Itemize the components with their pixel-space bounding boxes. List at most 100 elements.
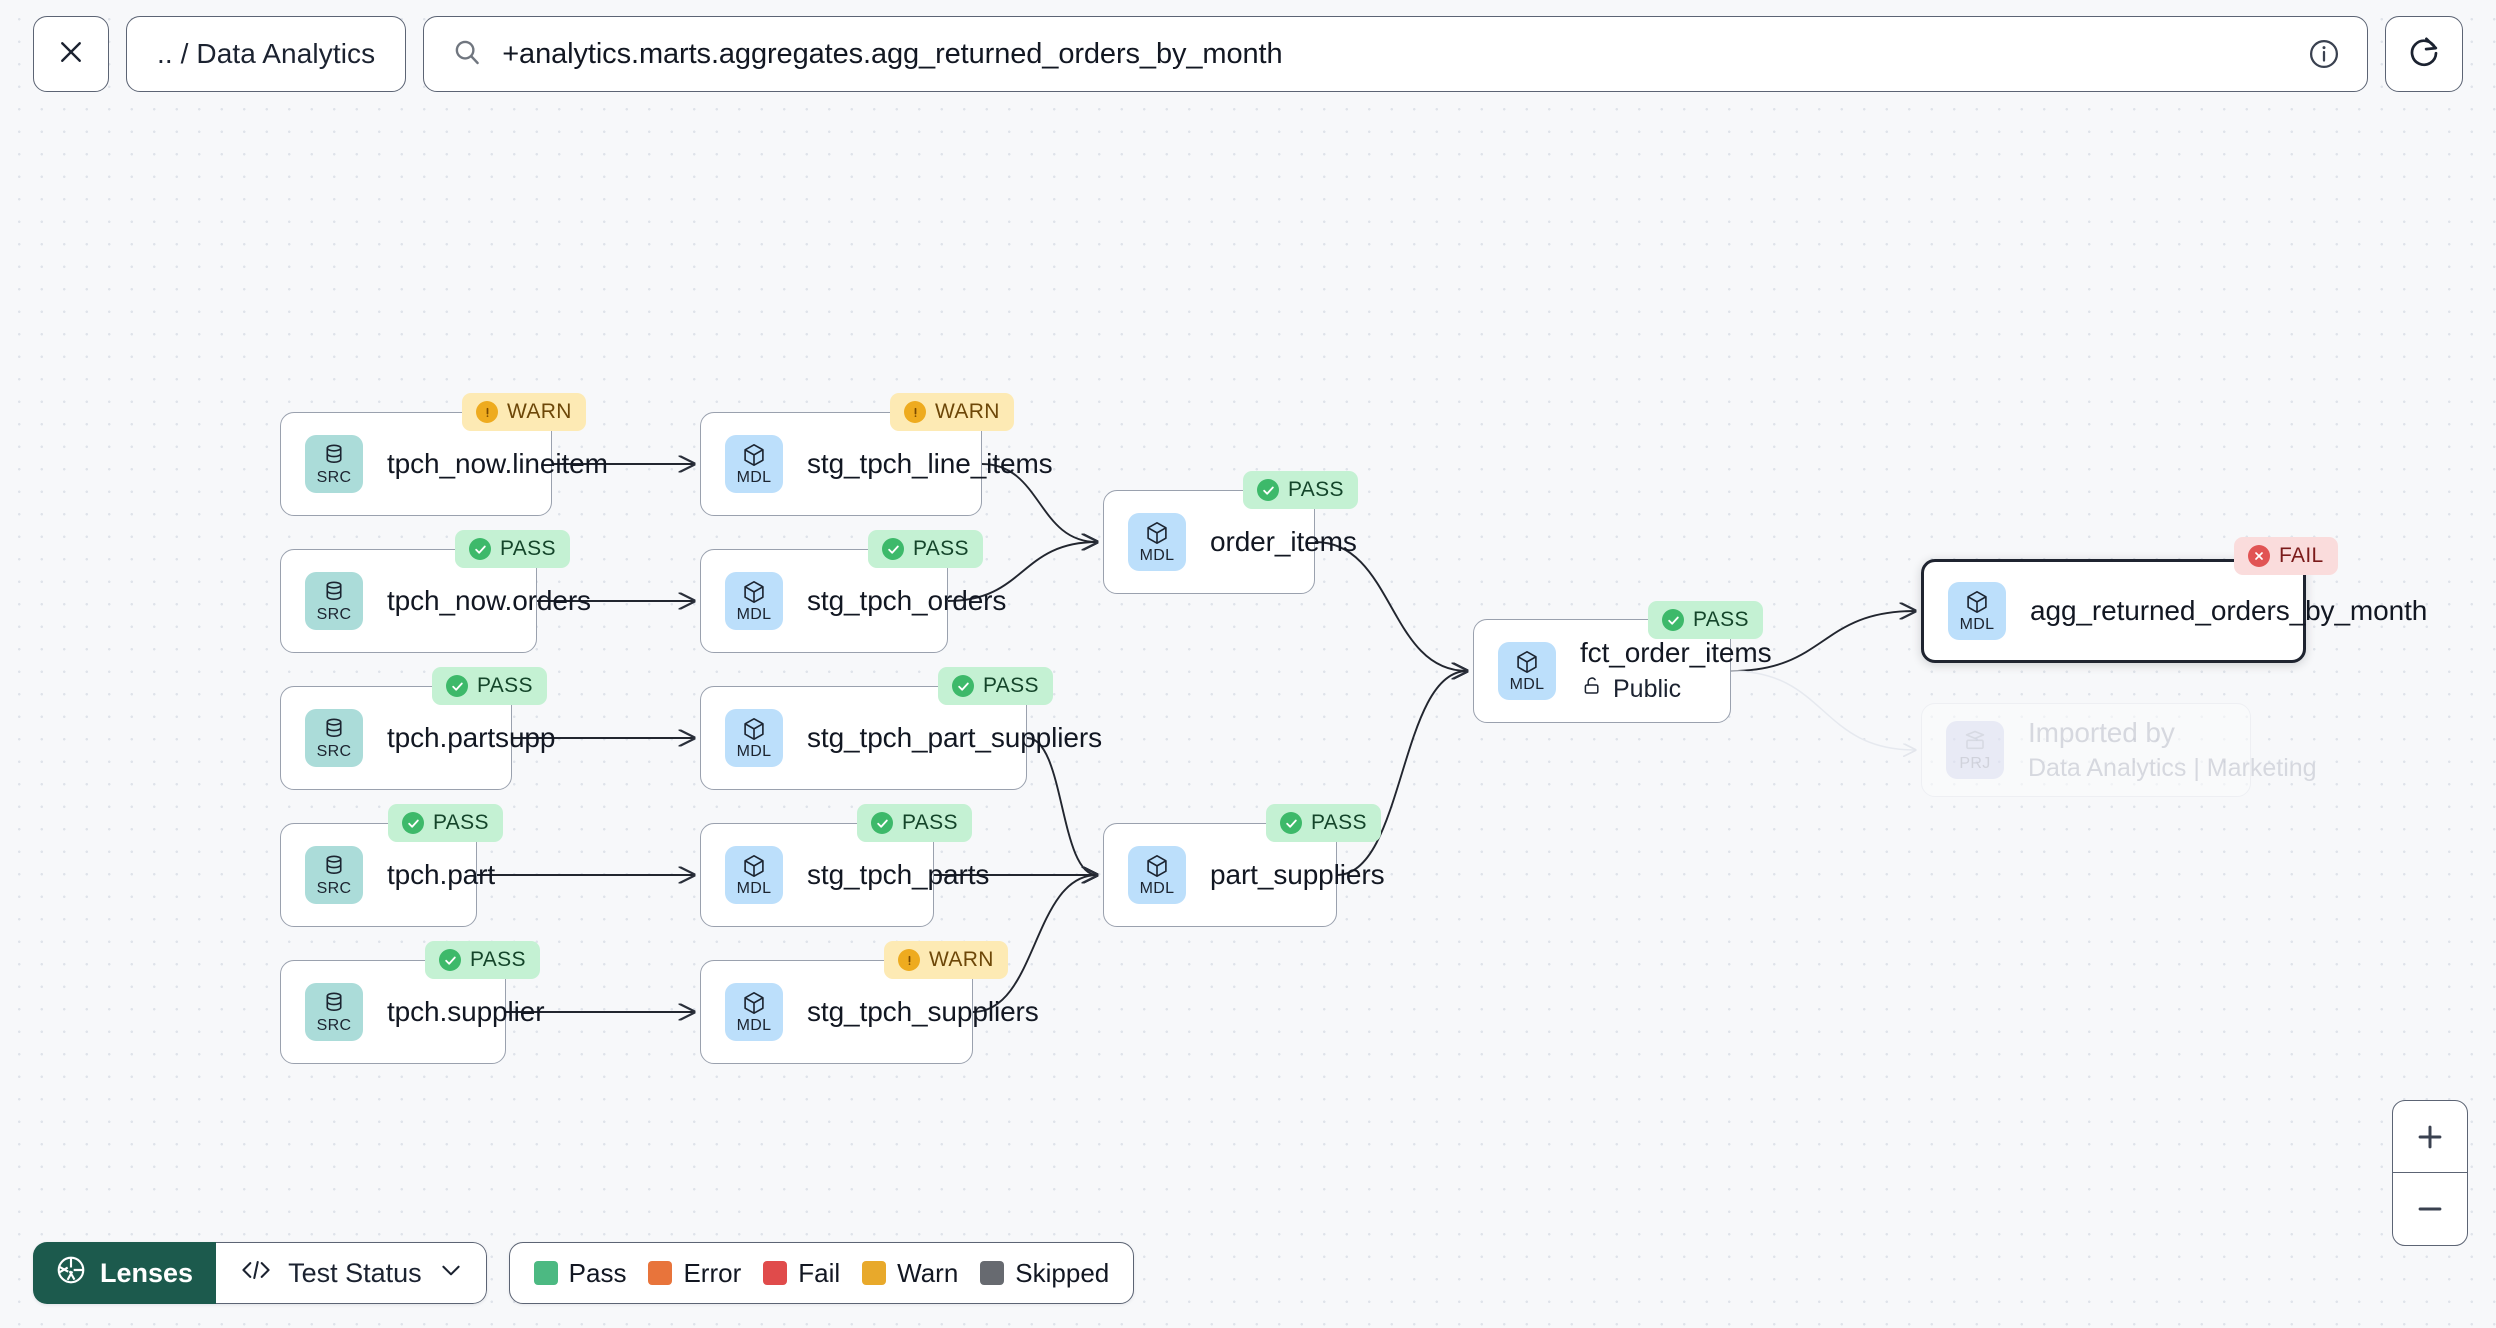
status-label: PASS [477, 674, 533, 697]
status-badge-warn[interactable]: WARN [890, 393, 1014, 431]
status-dot-icon [1662, 609, 1684, 631]
node-type-label: SRC [316, 468, 352, 486]
node-type-label: MDL [1959, 615, 1995, 633]
node-label: agg_returned_orders_by_month [2030, 595, 2428, 626]
graph-edge [1314, 541, 1467, 671]
node-text-group: tpch_now.lineitem [387, 448, 608, 480]
legend-item-pass[interactable]: Pass [533, 1258, 626, 1289]
graph-edge [1026, 737, 1097, 875]
status-label: PASS [500, 537, 556, 560]
lenses-control-group: Lenses Test Status [33, 1242, 487, 1304]
node-type-label: MDL [1509, 675, 1545, 693]
breadcrumb[interactable]: .. / Data Analytics [126, 16, 407, 92]
zoom-in-button[interactable] [2393, 1101, 2467, 1173]
node-text-group: stg_tpch_suppliers [807, 996, 1039, 1028]
status-badge-warn[interactable]: WARN [462, 393, 586, 431]
status-dot-icon [402, 812, 424, 834]
status-badge-pass[interactable]: PASS [1266, 804, 1381, 842]
node-text-group: order_items [1210, 526, 1357, 558]
node-text-group: stg_tpch_part_suppliers [807, 722, 1102, 754]
node-label: tpch_now.orders [387, 585, 591, 616]
lenses-label: Lenses [100, 1257, 194, 1288]
status-dot-icon [904, 401, 926, 423]
node-type-label: MDL [1139, 879, 1175, 897]
graph-node-agg_returned_orders_by_month[interactable]: MDL agg_returned_orders_by_month [1921, 559, 2427, 663]
info-icon[interactable] [2307, 37, 2341, 71]
status-badge-pass[interactable]: PASS [857, 804, 972, 842]
status-badge-pass[interactable]: PASS [938, 667, 1053, 705]
status-badge-pass[interactable]: PASS [1243, 471, 1358, 509]
legend-label: Fail [798, 1257, 841, 1288]
node-label: tpch.partsupp [387, 722, 556, 753]
mdl-type-badge: MDL [725, 983, 783, 1041]
node-label: stg_tpch_part_suppliers [807, 722, 1102, 753]
search-input[interactable]: +analytics.marts.aggregates.agg_returned… [423, 16, 2368, 92]
node-text-group: tpch.part [387, 859, 495, 891]
node-sublabel: Public [1580, 674, 1771, 705]
legend-item-fail[interactable]: Fail [763, 1258, 840, 1289]
node-type-label: SRC [316, 879, 352, 897]
refresh-icon [2406, 34, 2442, 75]
graph-node-tpch_now_orders[interactable]: SRC tpch_now.orders [280, 549, 591, 653]
cube-icon [1144, 520, 1170, 546]
node-type-label: SRC [316, 742, 352, 760]
cube-icon [1964, 589, 1990, 615]
cube-icon [741, 442, 767, 468]
node-label: part_suppliers [1210, 859, 1385, 890]
node-label: tpch_now.lineitem [387, 448, 608, 479]
status-label: PASS [470, 948, 526, 971]
status-label: PASS [1693, 608, 1749, 631]
legend-item-skipped[interactable]: Skipped [980, 1258, 1109, 1289]
status-badge-pass[interactable]: PASS [425, 941, 540, 979]
close-icon [56, 37, 86, 72]
src-type-badge: SRC [305, 572, 363, 630]
status-label: PASS [913, 537, 969, 560]
mdl-type-badge: MDL [1128, 846, 1186, 904]
status-label: PASS [1288, 478, 1344, 501]
test-status-label: Test Status [288, 1257, 422, 1288]
database-icon [321, 716, 347, 742]
status-dot-icon [476, 401, 498, 423]
database-icon [321, 853, 347, 879]
node-label: stg_tpch_parts [807, 859, 990, 890]
src-type-badge: SRC [305, 983, 363, 1041]
mdl-type-badge: MDL [725, 709, 783, 767]
status-badge-pass[interactable]: PASS [432, 667, 547, 705]
src-type-badge: SRC [305, 435, 363, 493]
status-badge-pass[interactable]: PASS [868, 530, 983, 568]
legend-label: Warn [897, 1257, 959, 1288]
node-type-label: MDL [736, 468, 772, 486]
refresh-button[interactable] [2385, 16, 2463, 92]
aperture-icon [55, 1254, 87, 1293]
status-badge-fail[interactable]: FAIL [2234, 537, 2338, 575]
search-value: +analytics.marts.aggregates.agg_returned… [502, 37, 1283, 70]
src-type-badge: SRC [305, 846, 363, 904]
legend-item-error[interactable]: Error [648, 1258, 741, 1289]
status-legend: Pass Error Fail Warn Skipped [508, 1242, 1135, 1304]
status-badge-pass[interactable]: PASS [455, 530, 570, 568]
node-text-group: stg_tpch_orders [807, 585, 1006, 617]
node-type-label: MDL [736, 1016, 772, 1034]
node-text-group: tpch.partsupp [387, 722, 555, 754]
status-badge-pass[interactable]: PASS [388, 804, 503, 842]
mdl-type-badge: MDL [725, 572, 783, 630]
legend-swatch-icon [763, 1261, 788, 1285]
node-type-label: MDL [736, 742, 772, 760]
legend-item-warn[interactable]: Warn [862, 1258, 958, 1289]
test-status-dropdown[interactable]: Test Status [216, 1242, 487, 1304]
code-icon [240, 1257, 272, 1290]
node-text-group: tpch_now.orders [387, 585, 591, 617]
close-button[interactable] [33, 16, 109, 92]
status-badge-warn[interactable]: WARN [884, 941, 1008, 979]
lenses-button[interactable]: Lenses [33, 1242, 217, 1304]
status-dot-icon [1280, 812, 1302, 834]
zoom-out-button[interactable] [2393, 1173, 2467, 1245]
zoom-controls [2392, 1100, 2468, 1246]
status-dot-icon [469, 538, 491, 560]
status-badge-pass[interactable]: PASS [1648, 601, 1763, 639]
